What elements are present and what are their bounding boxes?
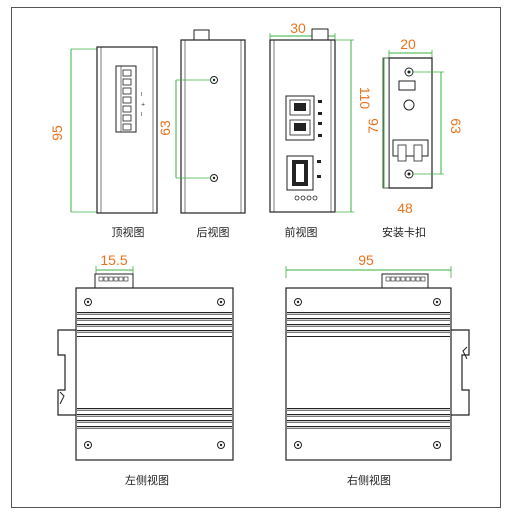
- clip-hole-spacing-dim: 63: [448, 118, 464, 134]
- top-height-dim: 95: [49, 125, 65, 141]
- svg-text:I: I: [141, 92, 142, 98]
- top-view-caption: 顶视图: [112, 225, 145, 239]
- clip-width-dim: 20: [400, 36, 416, 52]
- clip-plate: [388, 57, 433, 189]
- left-din-clip: [57, 329, 76, 416]
- right-fins-lower: [287, 405, 450, 431]
- front-view-caption: 前视图: [285, 225, 318, 239]
- back-view-caption: 后视图: [197, 225, 230, 239]
- back-view: 63 后视图: [157, 29, 246, 239]
- drawing-frame: [11, 7, 501, 508]
- clip-height-dim: 76: [365, 118, 381, 134]
- front-top-tab: [311, 28, 329, 42]
- depth-dim: 95: [358, 252, 374, 268]
- left-fins-upper: [77, 311, 232, 337]
- front-height-dim: 110: [357, 87, 373, 110]
- back-hole-spacing-dim: 63: [157, 120, 173, 136]
- connector-dim: 15.5: [100, 252, 127, 268]
- top-view: 95 I + I 顶视图: [49, 46, 158, 239]
- back-view-body: [180, 39, 246, 214]
- mounting-clip: 20 76 63 48 安装卡扣: [365, 36, 464, 239]
- right-fins-upper: [287, 311, 450, 337]
- front-width-dim: 30: [290, 20, 306, 36]
- front-view: 30 110 前视图: [269, 20, 373, 239]
- left-side-view: 15.5 左侧视图: [57, 252, 234, 487]
- right-side-view: 95 右侧视图: [285, 252, 470, 487]
- svg-text:+: +: [141, 102, 145, 108]
- right-din-clip: [451, 329, 470, 416]
- right-side-caption: 右侧视图: [347, 473, 391, 487]
- clip-bottom-dim: 48: [397, 200, 413, 216]
- clip-caption: 安装卡扣: [382, 225, 426, 239]
- clip-center-hole: [403, 99, 415, 111]
- left-fins-lower: [77, 405, 232, 431]
- left-side-caption: 左侧视图: [125, 473, 169, 487]
- svg-text:I: I: [141, 112, 142, 118]
